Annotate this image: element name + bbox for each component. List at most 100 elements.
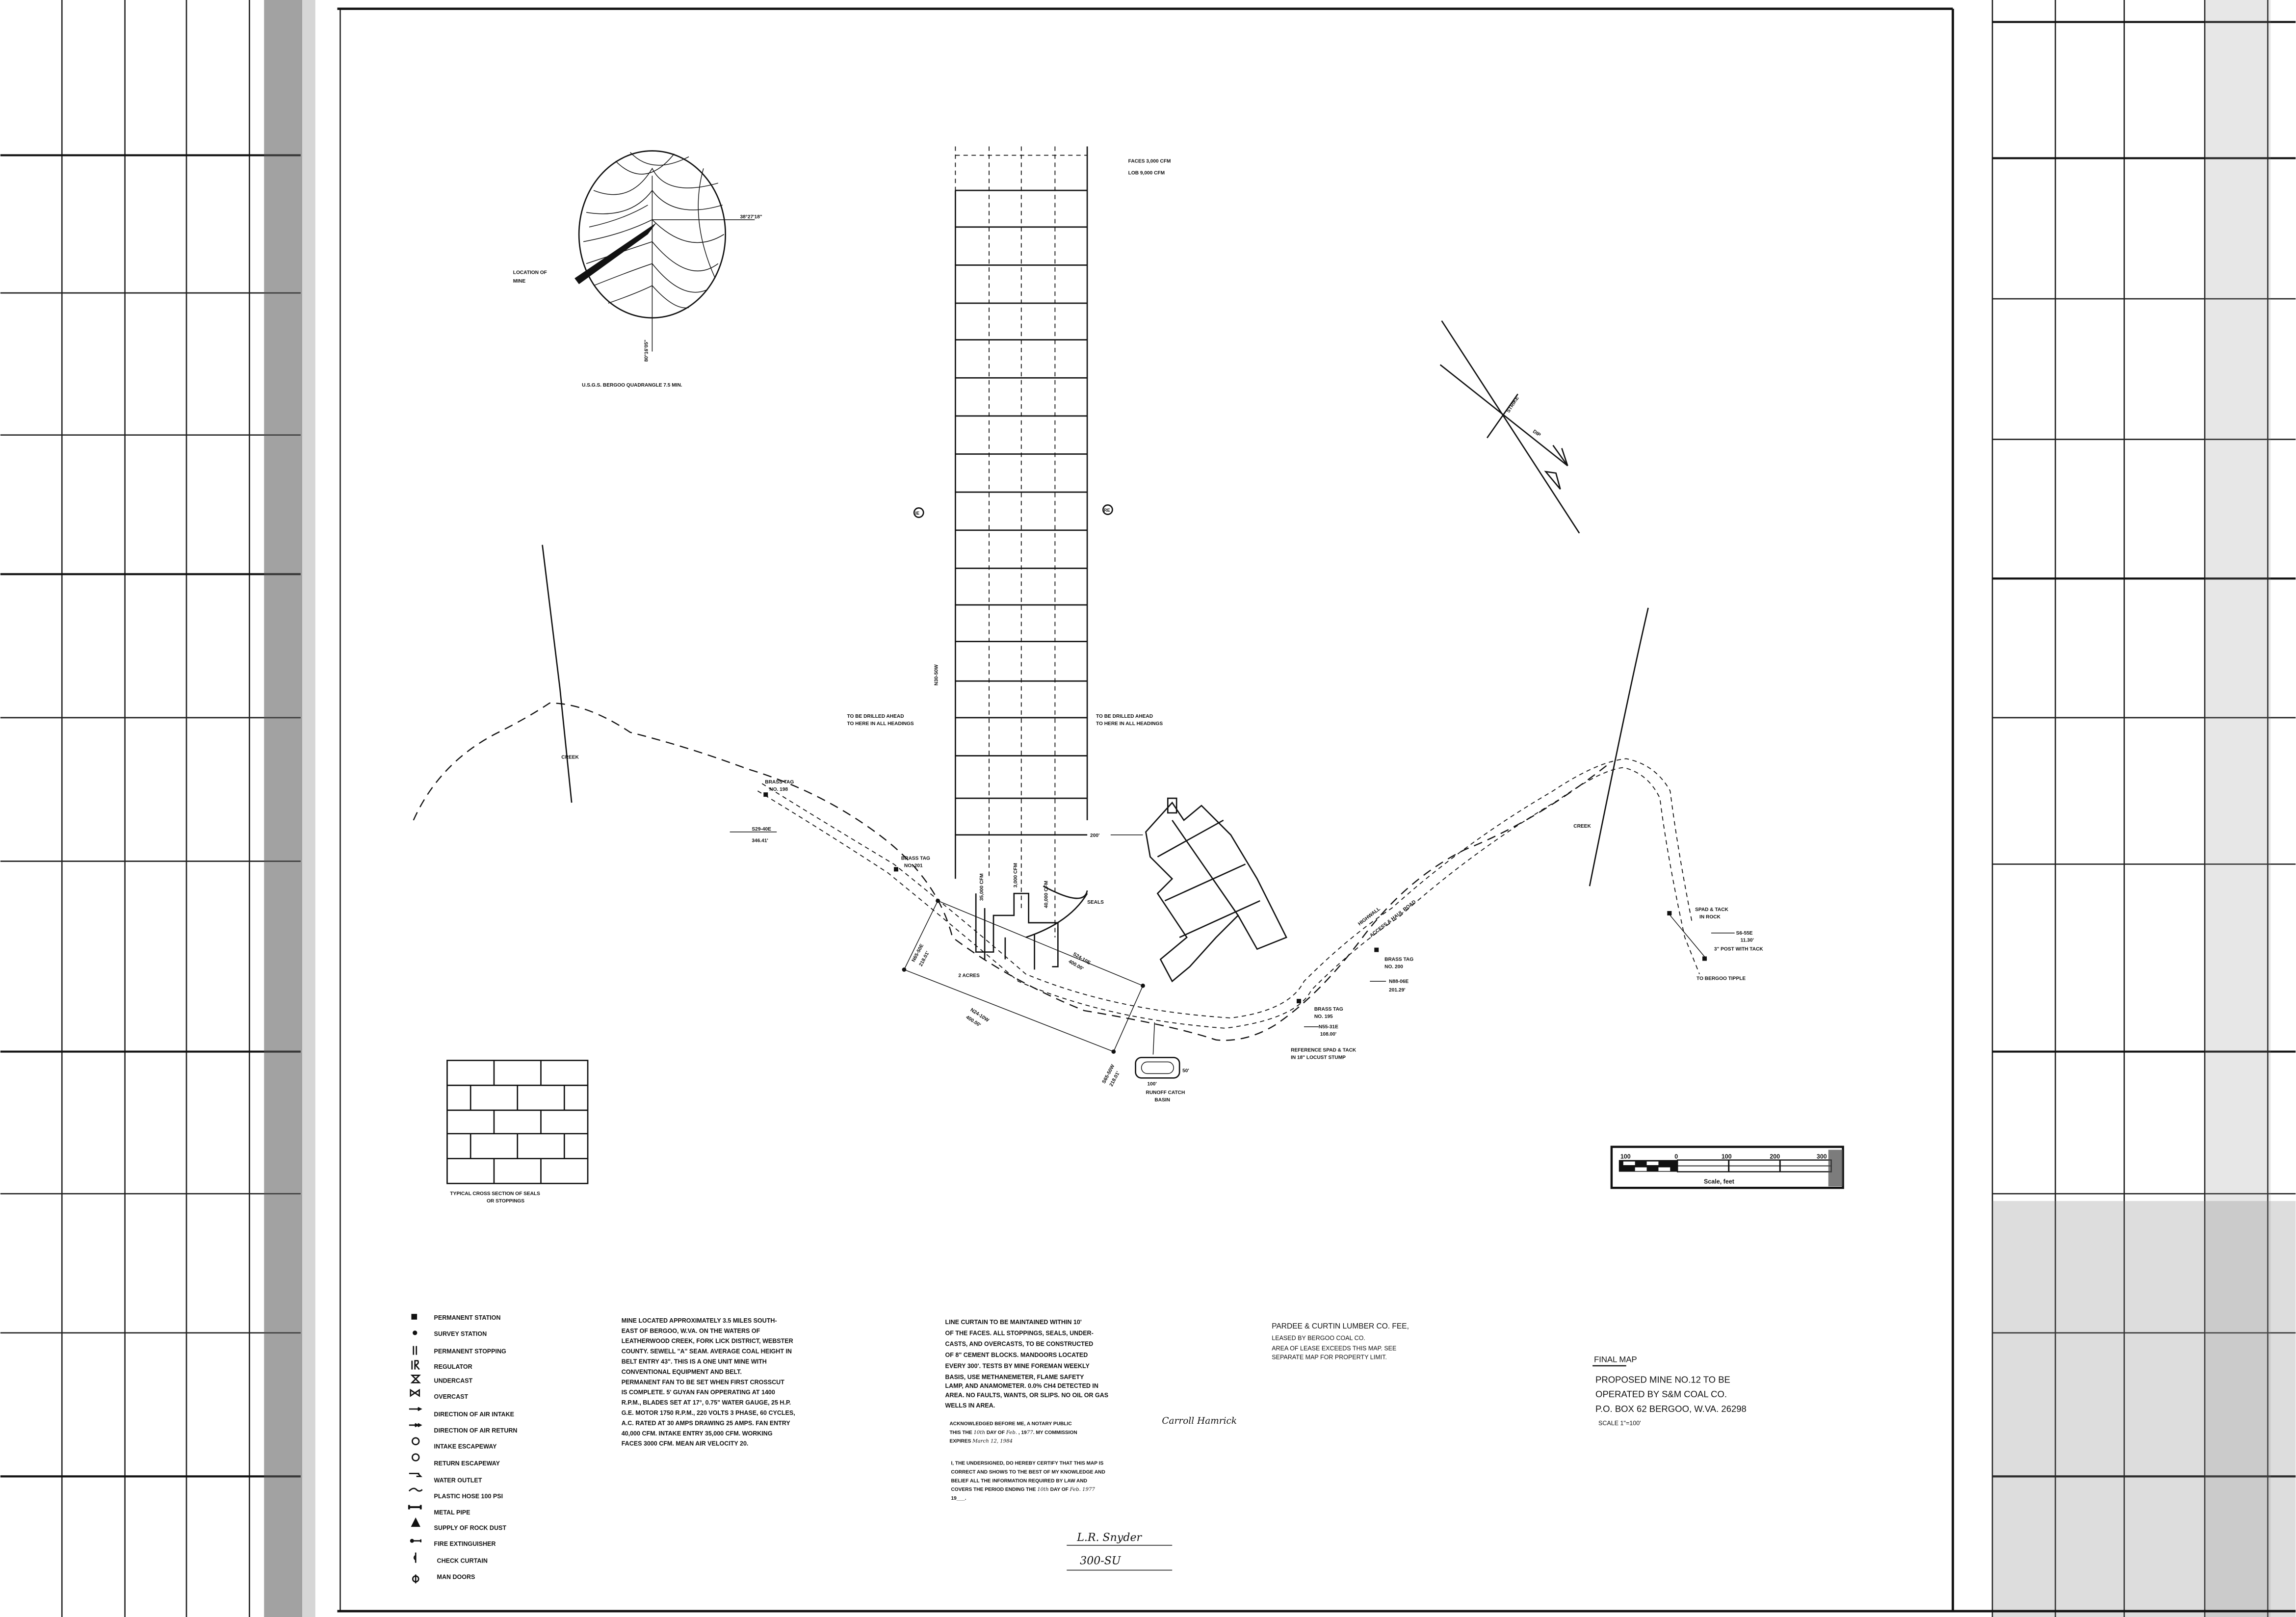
map-scale: SCALE 1"=100' [1598,1420,1641,1427]
permanent-station-icon [1374,947,1379,952]
distance-200: 200' [1090,833,1099,838]
basin-width: 100' [1148,1081,1157,1087]
note-line: LINE CURTAIN TO BE MAINTAINED WITHIN 10' [945,1319,1082,1326]
note-line: COUNTY. SEWELL "A" SEAM. AVERAGE COAL HE… [622,1348,792,1355]
permanent-station-icon [1702,956,1707,961]
svg-text:RE: RE [1104,508,1110,513]
return-escapeway-icon [412,1453,420,1461]
drill-ahead-right-2: TO HERE IN ALL HEADINGS [1096,721,1163,727]
brass-tag-198-no: NO. 198 [769,787,788,792]
cert-line: 19___. [951,1496,966,1501]
title-line: PROPOSED MINE NO.12 TO BE [1595,1374,1730,1384]
brass-tag-201: BRASS TAG [901,856,930,861]
creek-label-right: CREEK [1573,824,1591,829]
bearing-s6: S6-55E [1736,931,1753,936]
undercast-icon [410,1375,421,1383]
legend-label: DIRECTION OF AIR INTAKE [434,1411,514,1418]
basin-label-2: BASIN [1154,1097,1170,1103]
entry-lines [955,146,1088,938]
notary-text: ACKNOWLEDGED BEFORE ME, A NOTARY PUBLIC [949,1421,1072,1427]
lease-notes: PARDEE & CURTIN LUMBER CO. FEE, LEASED B… [1272,1322,1409,1361]
location-map: LOCATION OF MINE 38°27'18" 80°16'05" U.S… [513,150,762,388]
legend-label: PERMANENT STATION [434,1314,501,1321]
note-line: 40,000 CFM. INTAKE ENTRY 35,000 CFM. WOR… [622,1430,773,1437]
brass-tag-200: BRASS TAG [1384,957,1413,962]
notary-acknowledgement: ACKNOWLEDGED BEFORE ME, A NOTARY PUBLIC … [949,1416,1237,1444]
legend: PERMANENT STATION SURVEY STATION PERMANE… [408,1314,517,1584]
bearing-s29: S29-40E [752,827,771,832]
distance-s29: 346.41' [752,838,768,844]
note-line: R.P.M., BLADES SET AT 17°, 0.75" WATER G… [622,1399,791,1406]
drill-ahead-left: TO BE DRILLED AHEAD [847,714,904,719]
legend-label: SUPPLY OF ROCK DUST [434,1524,507,1531]
legend-label: REGULATOR [434,1363,472,1370]
longitude-label: 80°16'05" [644,339,649,362]
scale-tick-label: 0 [1674,1153,1678,1160]
regulator-icon [411,1360,420,1370]
title-line: P.O. BOX 62 BERGOO, W.VA. 26298 [1595,1404,1747,1414]
note-line: BASIS, USE METHANEMETER, FLAME SAFETY [945,1374,1085,1381]
brass-tag-195: BRASS TAG [1314,1007,1343,1012]
notary-expires-line: EXPIRES March 12, 1984 [949,1439,1013,1444]
lease-line: SEPARATE MAP FOR PROPERTY LIMIT. [1272,1354,1387,1361]
basin-label: RUNOFF CATCH [1146,1090,1185,1095]
note-line: OF THE FACES. ALL STOPPINGS, SEALS, UNDE… [945,1330,1094,1336]
return-escapeway-icon: RE [1102,504,1113,515]
survey-lines [413,545,1735,1041]
permanent-station-icon [411,1314,417,1320]
notary-date-line: THIS THE 10th DAY OF Feb. , 1977. MY COM… [949,1430,1077,1435]
faces-cfm-vertical: 3,000 CFM [1013,863,1018,887]
air-return-arrow-icon [409,1423,422,1428]
note-line: G.E. MOTOR 1750 R.P.M., 220 VOLTS 3 PHAS… [622,1409,795,1416]
intake-escapeway-icon [412,1437,420,1445]
lob-cfm: LOB 9,000 CFM [1128,170,1165,176]
engineer-signature: L.R. Snyder [1076,1531,1142,1544]
air-intake-arrow-icon [409,1407,422,1411]
lease-line: AREA OF LEASE EXCEEDS THIS MAP. SEE [1272,1345,1396,1352]
permanent-station-icon [1297,999,1301,1004]
note-line: LEATHERWOOD CREEK, FORK LICK DISTRICT, W… [622,1338,793,1345]
metal-pipe-icon [408,1505,422,1510]
note-line: LAMP, AND ANAMOMETER. 0.0% CH4 DETECTED … [945,1382,1098,1389]
spad-rock-2: IN ROCK [1699,914,1721,920]
bearing-n55: N55-31E [1319,1024,1338,1030]
tipple-label: TO BERGOO TIPPLE [1696,976,1746,981]
check-curtain-icon [413,1552,417,1563]
legend-label: PERMANENT STOPPING [434,1348,506,1355]
legend-label: SURVEY STATION [434,1330,487,1337]
note-line: AREA. NO FAULTS, WANTS, OR SLIPS. NO OIL… [945,1392,1109,1399]
drill-ahead-left-2: TO HERE IN ALL HEADINGS [847,721,913,727]
quadrangle-caption: U.S.G.S. BERGOO QUADRANGLE 7.5 MIN. [582,383,682,388]
title-line: OPERATED BY S&M COAL CO. [1595,1389,1727,1399]
brass-tag-195-no: NO. 195 [1314,1014,1333,1019]
engineer-license: 300-SU [1080,1555,1122,1567]
cross-section-caption-2: OR STOPPINGS [487,1199,524,1204]
fan-cfm: 40,000 CFM [1044,881,1049,908]
scale-tick-label: 100 [1620,1153,1631,1160]
legend-label: PLASTIC HOSE 100 PSI [434,1493,503,1500]
brass-tag-198: BRASS TAG [765,780,794,785]
permanent-stopping-icon [413,1346,417,1355]
cert-line: COVERS THE PERIOD ENDING THE 10th DAY OF… [951,1487,1095,1492]
stopping-cross-section: TYPICAL CROSS SECTION OF SEALS OR STOPPI… [446,1060,589,1204]
cross-section-caption: TYPICAL CROSS SECTION OF SEALS [450,1191,540,1197]
drill-ahead-right: TO BE DRILLED AHEAD [1096,714,1153,719]
lease-line: PARDEE & CURTIN LUMBER CO. FEE, [1272,1322,1409,1330]
legend-icons [408,1314,423,1584]
intake-escapeway-icon: IE [913,507,924,518]
cert-line: CORRECT AND SHOWS TO THE BEST OF MY KNOW… [951,1469,1105,1475]
seals-label: SEALS [1087,900,1104,905]
reference-spad-2: IN 18" LOCUST STUMP [1291,1055,1346,1061]
note-line: PERMANENT FAN TO BE SET WHEN FIRST CROSS… [622,1379,784,1385]
survey-station-icon [413,1330,417,1335]
acres-label: 2 ACRES [958,973,980,978]
basin-height: 50' [1182,1068,1189,1073]
permanent-station-icon [763,792,768,797]
man-doors-icon [412,1574,419,1584]
brass-tag-201-no: NO. 201 [904,863,923,868]
creek-label-left: CREEK [561,755,579,760]
post-label: 3" POST WITH TACK [1714,947,1764,952]
note-line: EAST OF BERGOO, W.VA. ON THE WATERS OF [622,1328,760,1334]
svg-text:IE: IE [915,511,919,516]
